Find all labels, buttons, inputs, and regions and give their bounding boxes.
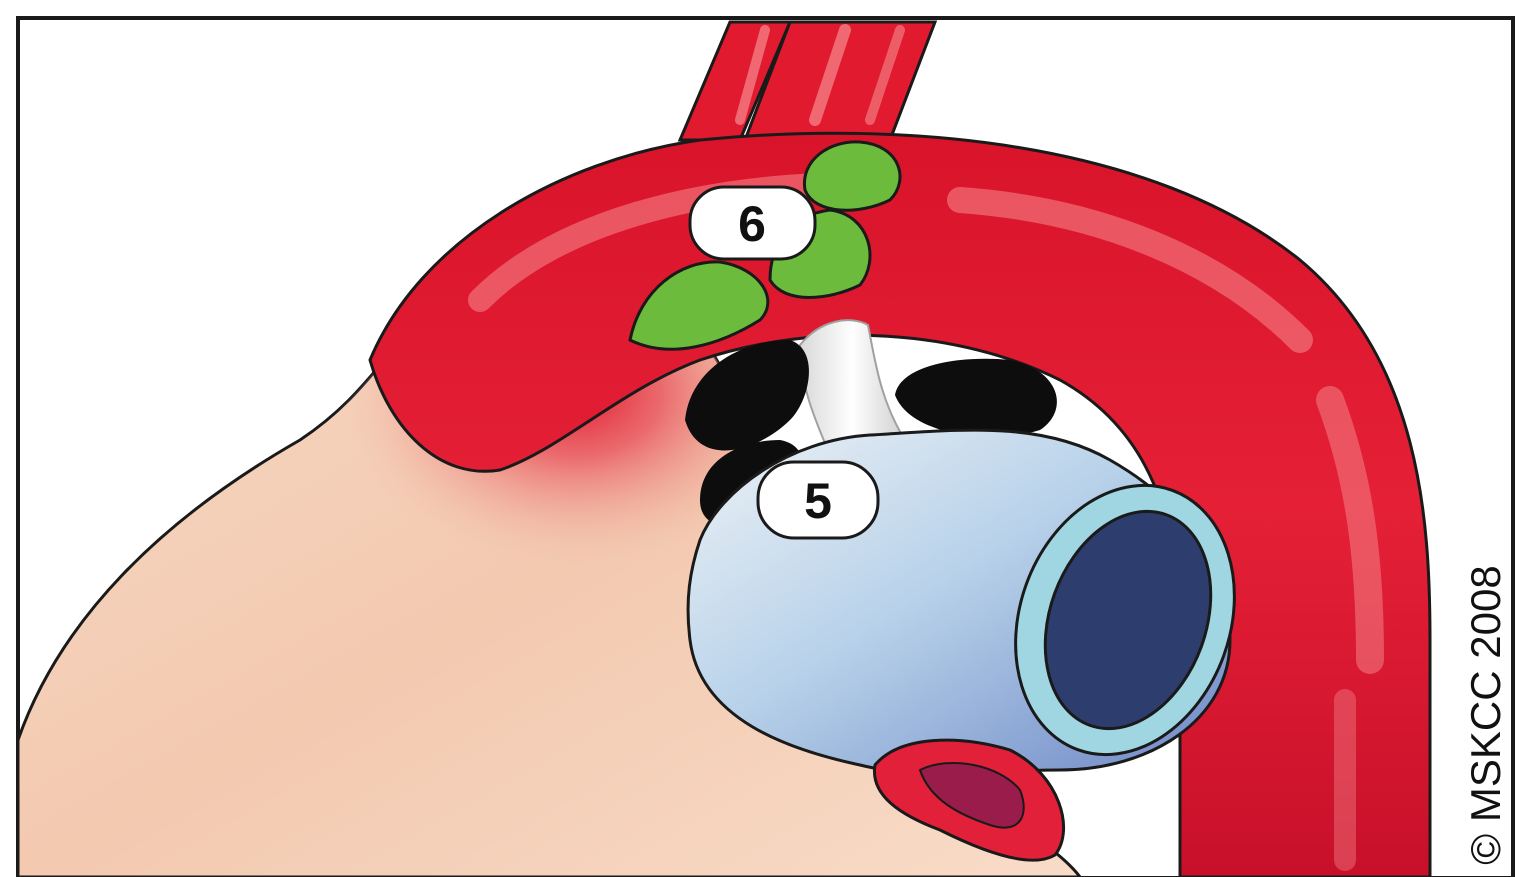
station-5-label: 5 [804, 473, 832, 529]
station-6-label: 6 [738, 196, 766, 252]
copyright-notice: © MSKCC 2008 [1462, 565, 1509, 864]
